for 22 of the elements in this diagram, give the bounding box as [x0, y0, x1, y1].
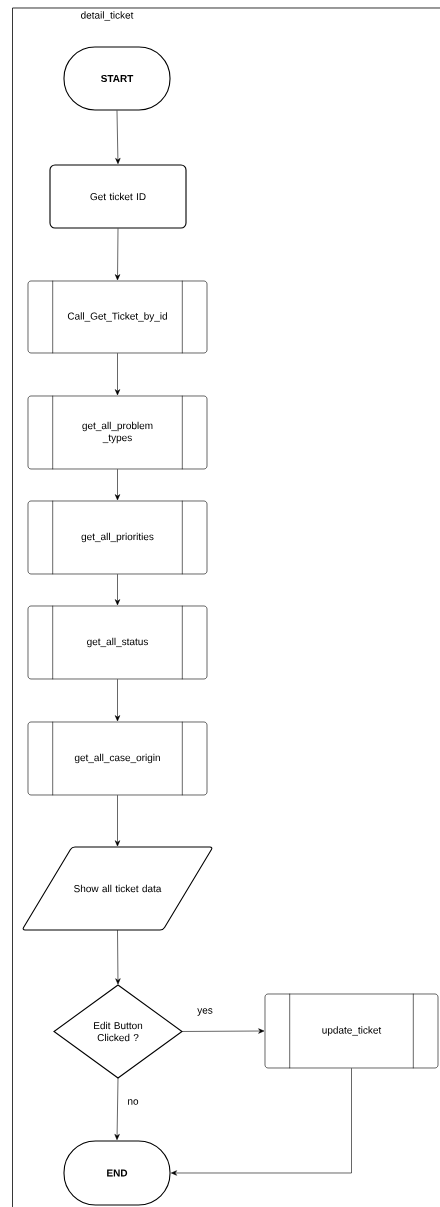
arrow	[114, 795, 121, 847]
arrow	[114, 228, 121, 281]
data-parallelogram: Show all ticket data	[22, 846, 213, 931]
edge-label: no	[126, 1098, 140, 1106]
arrow	[115, 929, 121, 985]
subprocess-box: Call_Get_Ticket_by_id	[27, 280, 208, 354]
arrow	[114, 574, 121, 606]
arrow	[114, 469, 121, 501]
subprocess-box: get_all_status	[27, 605, 208, 680]
arrow	[181, 1028, 265, 1034]
process-box: Get ticket ID	[49, 164, 187, 229]
subprocess-box: get_all_problem _types	[27, 395, 208, 470]
arrow	[171, 1068, 352, 1176]
arrow	[114, 1077, 120, 1140]
arrow	[114, 679, 121, 722]
arrow	[114, 353, 121, 396]
subprocess-box: get_all_priorities	[27, 500, 208, 575]
arrow	[115, 110, 121, 164]
subprocess-box: get_all_case_origin	[27, 721, 208, 796]
subprocess-box: update_ticket	[264, 993, 439, 1069]
diagram-title: detail_ticket	[81, 11, 134, 21]
edge-label: yes	[196, 1007, 214, 1017]
